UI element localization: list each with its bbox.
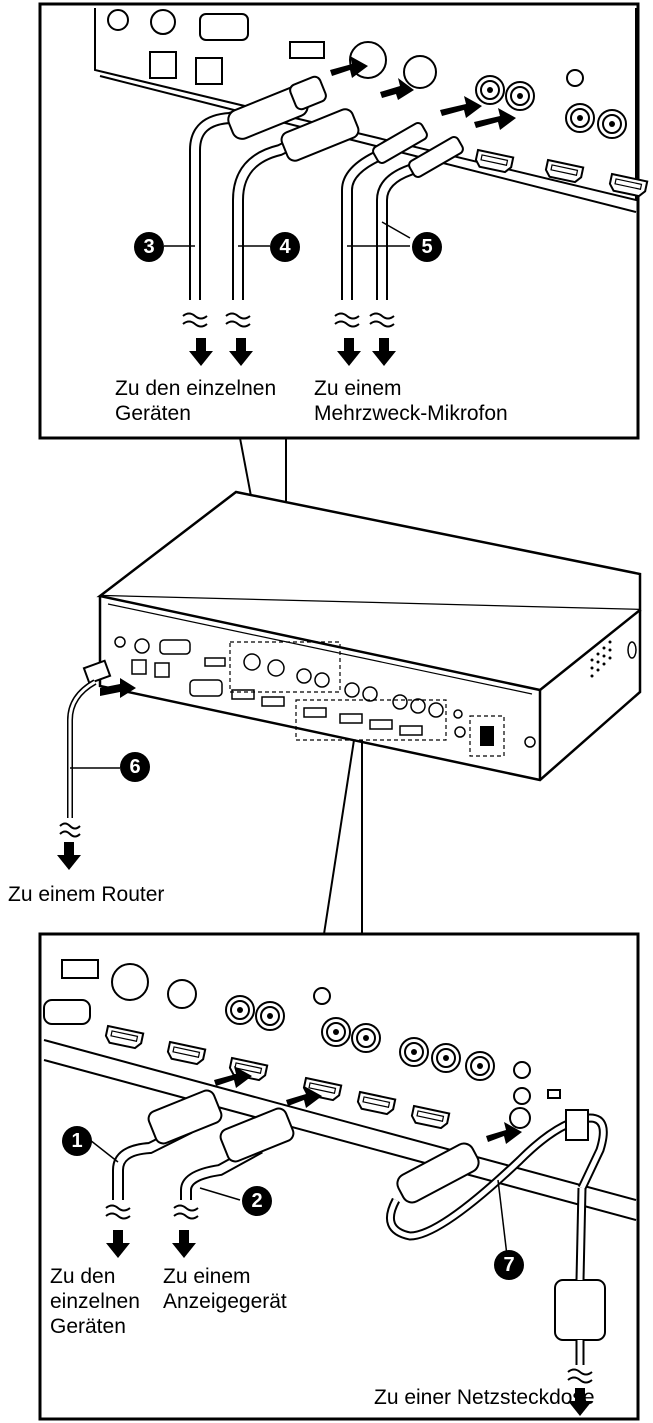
callout-5: 5 bbox=[412, 232, 442, 262]
label-to-power-outlet: Zu einer Netzsteckdose bbox=[374, 1386, 595, 1409]
callout-4: 4 bbox=[270, 232, 300, 262]
label-to-devices-top: Zu den einzelnen Geräten bbox=[115, 377, 277, 425]
lan-port-icon bbox=[149, 51, 177, 79]
label-to-display: Zu einem Anzeigegerät bbox=[163, 1265, 287, 1313]
serial-port-icon bbox=[199, 13, 249, 41]
callout-1: 1 bbox=[62, 1126, 92, 1156]
callout-3: 3 bbox=[134, 232, 164, 262]
mini-din-port-2-icon bbox=[403, 55, 437, 89]
label-to-microphone: Zu einem Mehrzweck-Mikrofon bbox=[314, 377, 508, 425]
main-device bbox=[57, 490, 642, 870]
label-to-devices-bottom: Zu den einzelnen Geräten bbox=[50, 1265, 140, 1338]
ground-screw-icon bbox=[107, 9, 129, 31]
label-to-router: Zu einem Router bbox=[8, 883, 165, 906]
lan-port-2-icon bbox=[195, 57, 223, 85]
ps2-port-icon bbox=[150, 9, 176, 35]
top-inset-panel bbox=[38, 2, 649, 440]
callout-2: 2 bbox=[242, 1186, 272, 1216]
bottom-inset-panel bbox=[38, 932, 640, 1421]
callout-7: 7 bbox=[494, 1250, 524, 1280]
callout-6: 6 bbox=[120, 752, 150, 782]
